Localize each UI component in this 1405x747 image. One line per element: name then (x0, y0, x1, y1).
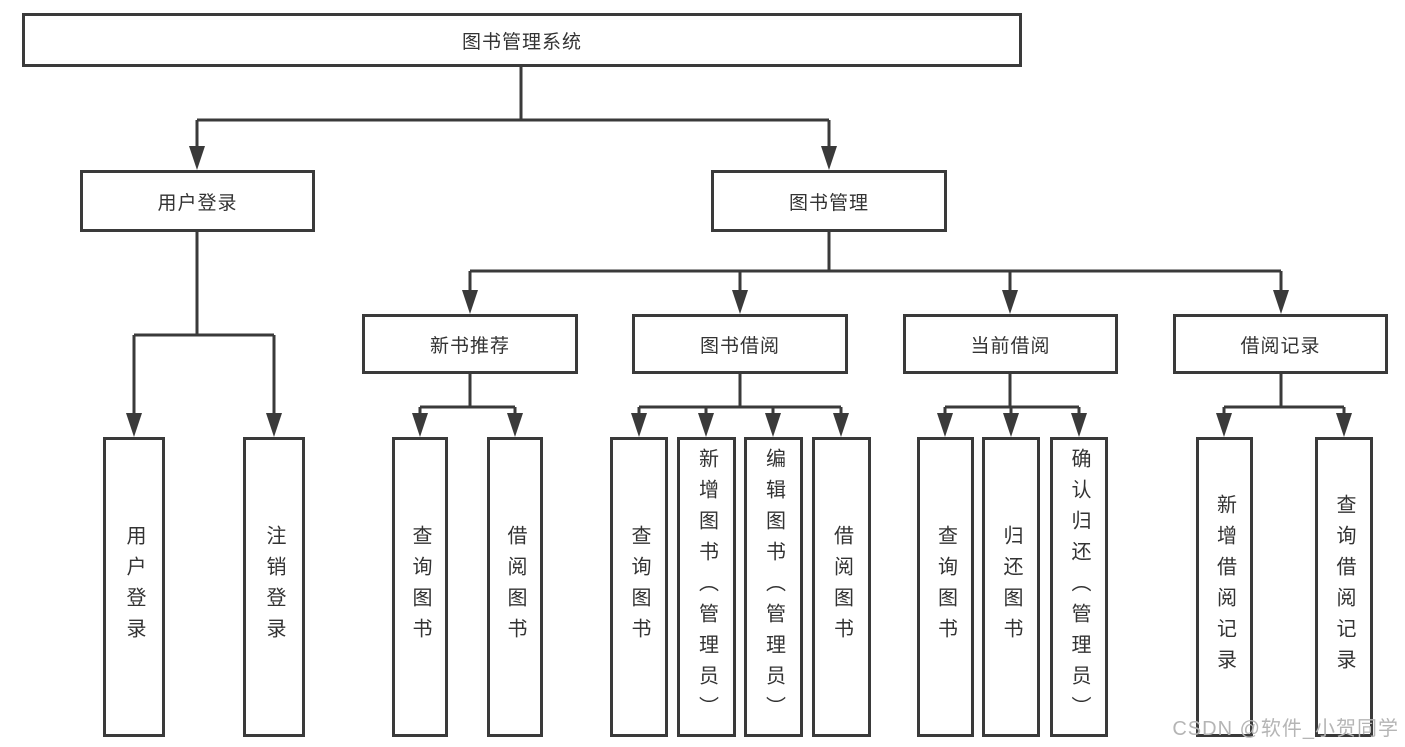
leaf-label: 编辑图书（管理员） (762, 447, 785, 727)
leaf-label: 借阅图书 (830, 525, 853, 649)
leaf-br-add-record: 新增借阅记录 (1196, 437, 1253, 737)
leaf-label: 用户登录 (123, 525, 145, 649)
leaf-cb-return-books: 归还图书 (982, 437, 1040, 737)
node-book-borrow: 图书借阅 (632, 314, 848, 374)
leaf-bb-add-books-admin: 新增图书（管理员） (677, 437, 736, 737)
node-borrow-records: 借阅记录 (1173, 314, 1388, 374)
leaf-label: 查询图书 (934, 525, 957, 649)
arrowheads (126, 146, 1352, 437)
leaf-nb-query-books: 查询图书 (392, 437, 448, 737)
leaf-logout: 注销登录 (243, 437, 305, 737)
leaf-label: 新增借阅记录 (1213, 494, 1236, 680)
leaf-br-query-record: 查询借阅记录 (1315, 437, 1373, 737)
leaf-label: 查询借阅记录 (1333, 494, 1355, 680)
node-book-mgmt: 图书管理 (711, 170, 947, 232)
node-user-login: 用户登录 (80, 170, 315, 232)
leaf-label: 查询图书 (628, 525, 650, 649)
node-book-mgmt-system: 图书管理系统 (22, 13, 1022, 67)
node-label: 当前借阅 (970, 335, 1051, 357)
node-label: 图书管理系统 (461, 31, 582, 53)
leaf-label: 查询图书 (409, 525, 431, 649)
leaf-bb-edit-books-admin: 编辑图书（管理员） (744, 437, 803, 737)
node-label: 用户登录 (157, 192, 238, 214)
node-current-borrow: 当前借阅 (903, 314, 1118, 374)
leaf-label: 确认归还（管理员） (1068, 447, 1090, 727)
leaf-label: 归还图书 (1000, 525, 1022, 649)
node-label: 新书推荐 (429, 335, 510, 357)
leaf-cb-confirm-return-admin: 确认归还（管理员） (1050, 437, 1108, 737)
leaf-bb-borrow-books: 借阅图书 (812, 437, 871, 737)
node-label: 借阅记录 (1240, 335, 1321, 357)
leaf-nb-borrow-books: 借阅图书 (487, 437, 543, 737)
node-label: 图书借阅 (699, 335, 780, 357)
connector-lines (132, 65, 1346, 417)
leaf-user-login: 用户登录 (103, 437, 165, 737)
leaf-cb-query-books: 查询图书 (917, 437, 974, 737)
leaf-label: 新增图书（管理员） (695, 447, 718, 727)
leaf-bb-query-books: 查询图书 (610, 437, 668, 737)
watermark: CSDN @软件_小贺同学 (1172, 718, 1399, 740)
node-label: 图书管理 (788, 192, 869, 214)
leaf-label: 注销登录 (263, 525, 285, 649)
node-new-book-recommend: 新书推荐 (362, 314, 578, 374)
leaf-label: 借阅图书 (504, 525, 526, 649)
